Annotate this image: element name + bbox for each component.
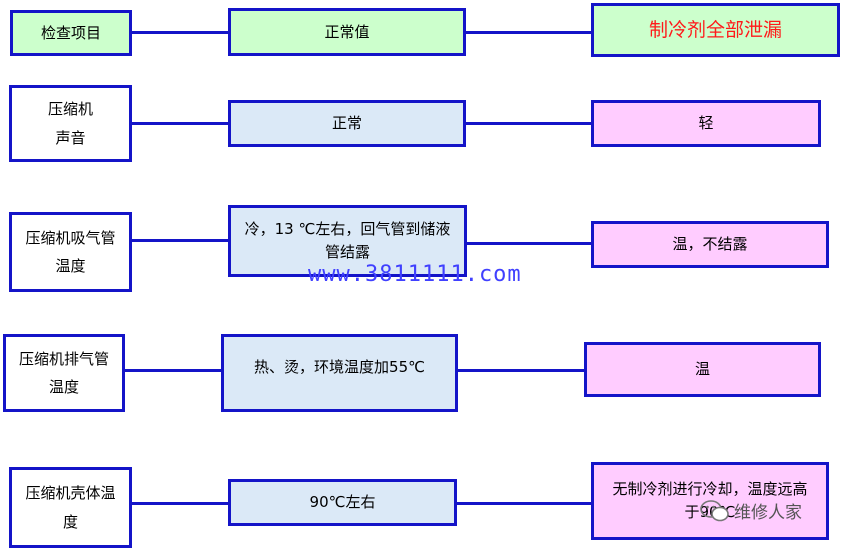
connector-line xyxy=(455,502,592,505)
connector-line xyxy=(455,369,586,372)
shell-temp-label: 压缩机壳体温 度 xyxy=(9,467,132,548)
suction-pipe-fault: 温，不结露 xyxy=(591,221,829,268)
watermark-url: www.3811111.com xyxy=(308,262,522,287)
shell-temp-fault: 无制冷剂进行冷却，温度远高 于90℃ xyxy=(591,462,829,540)
connector-line xyxy=(463,31,593,34)
discharge-pipe-label: 压缩机排气管 温度 xyxy=(3,334,125,412)
fault-title: 制冷剂全部泄漏 xyxy=(648,18,782,41)
connector-line xyxy=(130,239,230,242)
connector-line xyxy=(463,122,593,125)
compressor-sound-label: 压缩机 声音 xyxy=(9,85,132,162)
suction-pipe-label: 压缩机吸气管 温度 xyxy=(9,212,132,292)
connector-line xyxy=(465,242,593,245)
suction-pipe-normal: 冷，13 ℃左右，回气管到储液 管结露 xyxy=(228,205,467,277)
compressor-sound-normal: 正常 xyxy=(228,100,466,147)
wechat-label: 维修人家 xyxy=(734,503,802,523)
wechat-watermark: 维修人家 xyxy=(700,498,802,523)
wechat-icon xyxy=(700,499,729,521)
connector-line xyxy=(130,122,230,125)
header-normal-box: 正常值 xyxy=(228,8,466,56)
shell-temp-normal: 90℃左右 xyxy=(228,479,457,526)
discharge-pipe-fault: 温 xyxy=(584,342,821,397)
connector-line xyxy=(123,369,223,372)
compressor-sound-fault: 轻 xyxy=(591,100,821,147)
discharge-pipe-normal: 热、烫，环境温度加55℃ xyxy=(221,334,458,412)
connector-line xyxy=(130,502,230,505)
connector-line xyxy=(130,31,230,34)
header-fault-box: 制冷剂全部泄漏 xyxy=(591,3,840,57)
header-label-box: 检查项目 xyxy=(10,10,132,56)
